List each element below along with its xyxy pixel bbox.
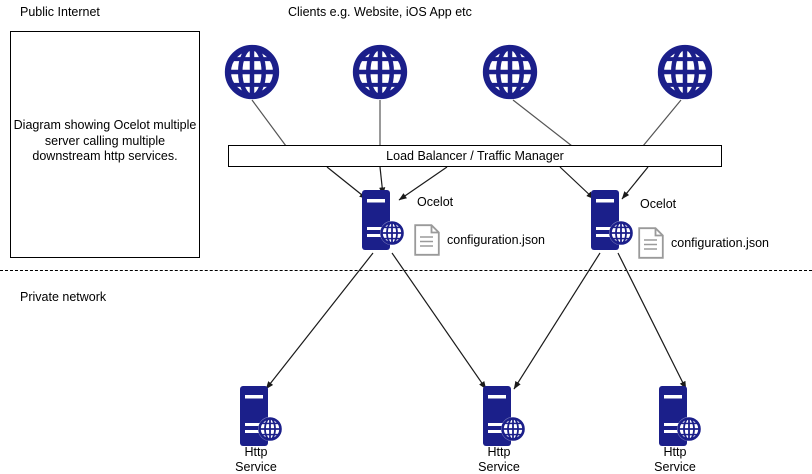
- document-icon: [638, 227, 664, 259]
- http-service-caption-line1: Http: [244, 445, 268, 459]
- ocelot-label-2: Ocelot: [640, 197, 677, 211]
- http-service-caption-line2: Service: [235, 460, 277, 474]
- server-icon: [240, 386, 282, 446]
- description-text: Diagram showing Ocelot multiple server c…: [13, 118, 197, 163]
- globe-icon: [224, 44, 280, 100]
- http-service-caption-line2: Service: [654, 460, 696, 474]
- client-node-4[interactable]: [657, 44, 713, 100]
- ocelot-label-1: Ocelot: [417, 195, 454, 209]
- configuration-file-label-1: configuration.json: [447, 233, 545, 247]
- client-node-2[interactable]: [352, 44, 408, 100]
- configuration-file-icon-1[interactable]: [414, 224, 440, 256]
- clients-group-label: Clients e.g. Website, iOS App etc: [288, 5, 472, 19]
- http-service-caption-line1: Http: [663, 445, 687, 459]
- description-box: [10, 31, 200, 258]
- load-balancer-node[interactable]: Load Balancer / Traffic Manager: [228, 145, 722, 167]
- private-network-zone-label: Private network: [20, 290, 107, 304]
- globe-icon: [352, 44, 408, 100]
- server-icon: [483, 386, 525, 446]
- configuration-file-icon-2[interactable]: [638, 227, 664, 259]
- network-boundary-divider: [0, 270, 812, 271]
- client-node-3[interactable]: [482, 44, 538, 100]
- document-icon: [414, 224, 440, 256]
- server-icon: [362, 190, 404, 250]
- http-service-node-3[interactable]: [658, 385, 702, 447]
- configuration-file-label-2: configuration.json: [671, 236, 769, 250]
- http-service-caption-line2: Service: [478, 460, 520, 474]
- http-service-node-1[interactable]: [239, 385, 283, 447]
- load-balancer-label: Load Balancer / Traffic Manager: [386, 149, 564, 163]
- globe-icon: [482, 44, 538, 100]
- ocelot-node-1[interactable]: [361, 189, 405, 251]
- public-internet-zone-label: Public Internet: [20, 5, 100, 19]
- ocelot-node-2[interactable]: [590, 189, 634, 251]
- globe-icon: [657, 44, 713, 100]
- http-service-caption-3: Http Service: [630, 445, 720, 474]
- server-icon: [591, 190, 633, 250]
- server-icon: [659, 386, 701, 446]
- client-node-1[interactable]: [224, 44, 280, 100]
- http-service-caption-1: Http Service: [211, 445, 301, 474]
- http-service-caption-line1: Http: [487, 445, 511, 459]
- http-service-caption-2: Http Service: [454, 445, 544, 474]
- http-service-node-2[interactable]: [482, 385, 526, 447]
